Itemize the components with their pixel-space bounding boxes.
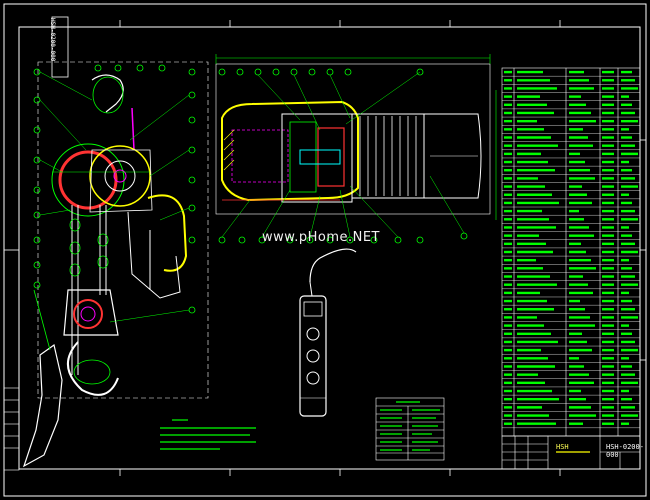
technical-notes — [160, 419, 256, 450]
revision-block — [3, 387, 20, 471]
parts-list — [501, 67, 641, 437]
side-balloons — [218, 68, 468, 244]
spec-table-text — [380, 401, 440, 451]
side-drawing-code: HSH-0200-000 — [49, 18, 56, 62]
spec-table — [375, 397, 445, 461]
parts-list-rows — [502, 70, 640, 429]
left-view — [22, 61, 209, 468]
side-view — [215, 54, 497, 220]
zone-marks — [4, 20, 646, 476]
pendant-controller — [299, 248, 357, 417]
left-balloons — [33, 64, 196, 323]
code-box-top — [51, 16, 69, 78]
title-block — [501, 435, 641, 470]
watermark: www.pHome.NET — [262, 230, 380, 245]
title-block-drawing-code: HSH-0200-000 — [606, 443, 644, 459]
title-block-name: HSH — [556, 443, 569, 451]
